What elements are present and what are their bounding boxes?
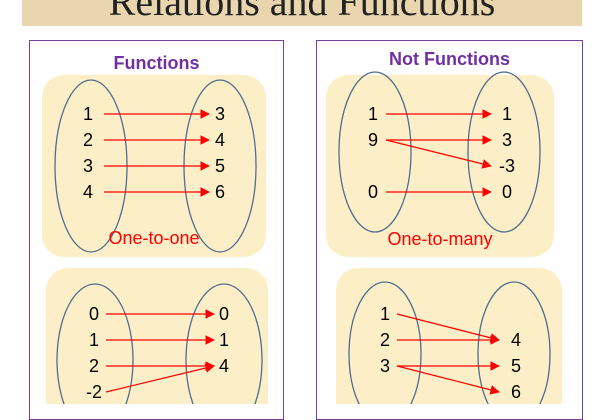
one-to-one-range-value: 3 (215, 104, 225, 124)
one-to-one-domain-value: 3 (83, 156, 93, 176)
many-to-many-range-value: 6 (511, 382, 521, 402)
one-to-many-range-value: -3 (499, 156, 515, 176)
many-to-one-domain-value: 0 (89, 304, 99, 324)
many-to-many-range-oval (477, 281, 551, 404)
many-to-many-mapping-arrow (396, 313, 500, 343)
many-to-many-range-value: 5 (511, 356, 521, 376)
one-to-many-domain-oval (338, 71, 412, 233)
one-to-many-range-value: 3 (502, 130, 512, 150)
many-to-many-mapping-arrow (396, 365, 500, 395)
one-to-one-domain-value: 2 (83, 130, 93, 150)
many-to-one-domain-value: 2 (89, 356, 99, 376)
page-title: Relations and Functions (108, 0, 496, 24)
one-to-one-range-value: 6 (215, 182, 225, 202)
many-to-one-range-oval (185, 283, 263, 404)
many-to-one-domain-oval (56, 283, 134, 404)
many-to-many-domain-value: 1 (380, 304, 390, 324)
many-to-one-range-value: 1 (219, 330, 229, 350)
many-to-one-domain-value: 1 (89, 330, 99, 350)
one-to-many-range-value: 0 (502, 182, 512, 202)
many-to-one-domain-value: -2 (86, 382, 102, 402)
mapping-diagrams: 12343456One-to-one012-201419013-30One-to… (42, 71, 562, 404)
one-to-many-domain-value: 0 (368, 182, 378, 202)
one-to-one-range-value: 4 (215, 130, 225, 150)
one-to-many-label: One-to-many (387, 229, 492, 249)
many-to-many-domain-oval (348, 281, 422, 404)
one-to-many-range-oval (467, 71, 541, 233)
functions-heading: Functions (113, 53, 200, 73)
many-to-many-range-value: 4 (511, 330, 521, 350)
one-to-many-domain-value: 9 (368, 130, 378, 150)
one-to-many-mapping-arrow (385, 139, 492, 169)
one-to-one-label: One-to-one (108, 228, 199, 248)
one-to-one-range-value: 5 (215, 156, 225, 176)
one-to-one-domain-value: 1 (83, 104, 93, 124)
one-to-many-domain-value: 1 (368, 104, 378, 124)
many-to-one-box (46, 268, 268, 404)
many-to-one-range-value: 4 (219, 356, 229, 376)
many-to-many-box (336, 268, 562, 404)
title-bar: Relations and Functions (22, 0, 582, 26)
many-to-many-domain-value: 3 (380, 356, 390, 376)
one-to-many-box (326, 75, 554, 257)
one-to-many-range-value: 1 (502, 104, 512, 124)
one-to-one-domain-value: 4 (83, 182, 93, 202)
many-to-one-mapping-arrow (105, 363, 215, 393)
not-functions-heading: Not Functions (389, 49, 510, 69)
many-to-many-domain-value: 2 (380, 330, 390, 350)
many-to-one-range-value: 0 (219, 304, 229, 324)
